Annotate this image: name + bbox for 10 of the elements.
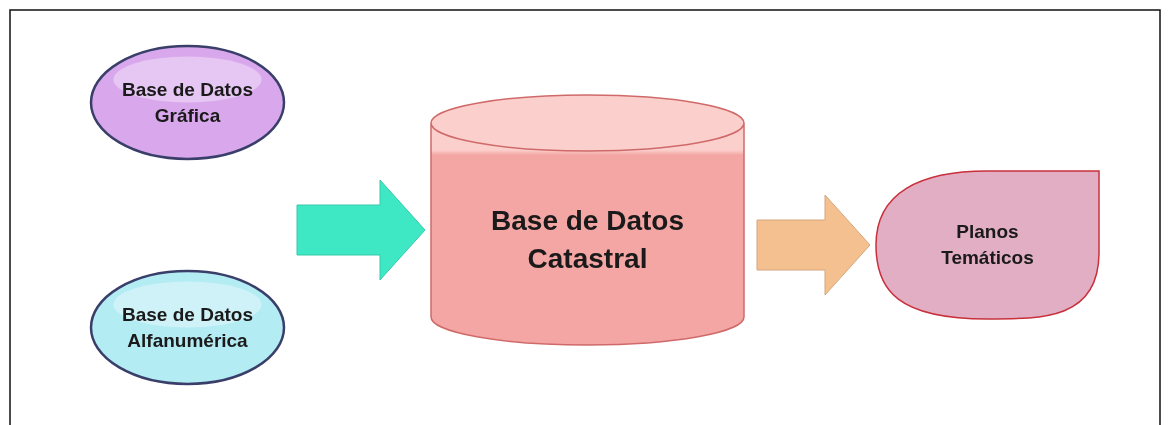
database-cylinder <box>430 95 745 345</box>
node-label: Base de Datos Catastral <box>490 204 685 276</box>
node-label: Base de Datos Gráfica <box>121 77 254 128</box>
block-arrow <box>296 179 426 281</box>
node-label: Planos Temáticos <box>940 220 1035 270</box>
ellipse-node <box>90 270 285 385</box>
block-arrow <box>756 194 871 296</box>
leaf-shape-node <box>875 170 1100 320</box>
ellipse-node <box>90 45 285 160</box>
node-label: Base de Datos Alfanumérica <box>121 302 254 353</box>
